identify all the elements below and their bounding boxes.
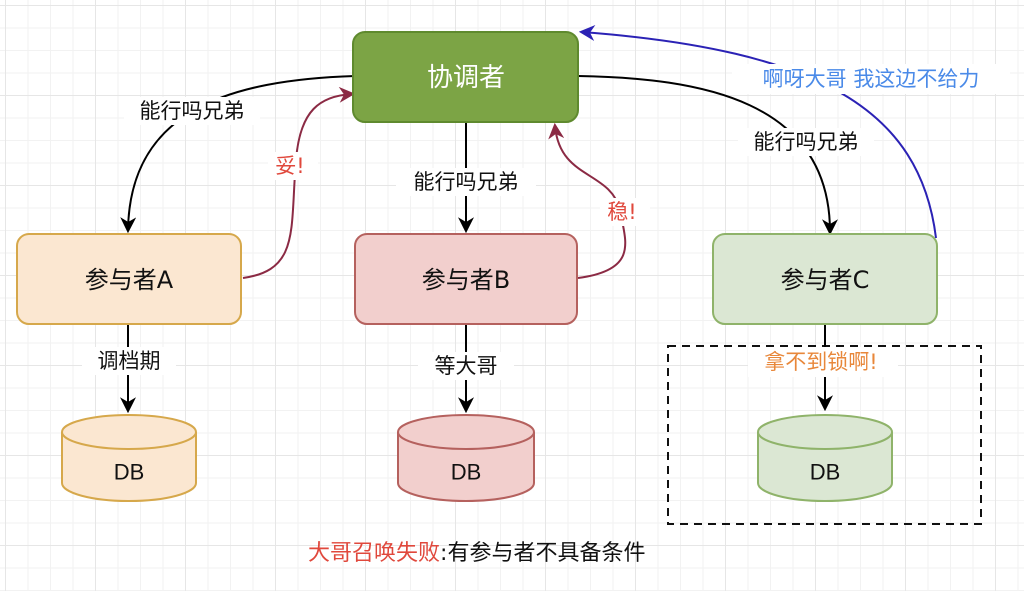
db-c-label: DB <box>810 460 841 485</box>
participant-a-node[interactable]: 参与者A <box>16 233 242 325</box>
participant-c-node[interactable]: 参与者C <box>712 233 938 325</box>
caption-separator: : <box>440 541 448 566</box>
db-b-label: DB <box>451 460 482 485</box>
edge-label-ask-b: 能行吗兄弟 <box>414 170 519 194</box>
participant-a-label: 参与者A <box>85 266 174 294</box>
edge-label-a-db: 调档期 <box>98 349 161 373</box>
db-b-cylinder[interactable]: DB <box>397 414 535 502</box>
edge-label-reply-a: 妥! <box>275 154 304 178</box>
caption-highlight: 大哥召唤失败 <box>308 541 441 566</box>
db-c-cylinder[interactable]: DB <box>757 414 893 502</box>
edge-label-ask-a: 能行吗兄弟 <box>140 99 245 123</box>
db-a-cylinder[interactable]: DB <box>61 414 197 502</box>
coordinator-label: 协调者 <box>427 63 505 93</box>
failure-caption: 大哥召唤失败:有参与者不具备条件 <box>308 535 645 567</box>
participant-b-label: 参与者B <box>422 266 510 294</box>
db-a-label: DB <box>114 460 145 485</box>
edge-label-b-db: 等大哥 <box>435 354 498 378</box>
edge-label-c-db: 拿不到锁啊! <box>764 350 877 374</box>
participant-b-node[interactable]: 参与者B <box>354 233 578 325</box>
caption-rest: 有参与者不具备条件 <box>447 541 646 566</box>
edge-label-reply-c: 啊呀大哥 我这边不给力 <box>763 67 980 91</box>
edge-label-ask-c: 能行吗兄弟 <box>754 130 859 154</box>
participant-c-label: 参与者C <box>781 266 870 294</box>
coordinator-node[interactable]: 协调者 <box>352 31 579 123</box>
edge-label-reply-b: 稳! <box>607 200 636 224</box>
edge-ask-c <box>577 75 838 236</box>
